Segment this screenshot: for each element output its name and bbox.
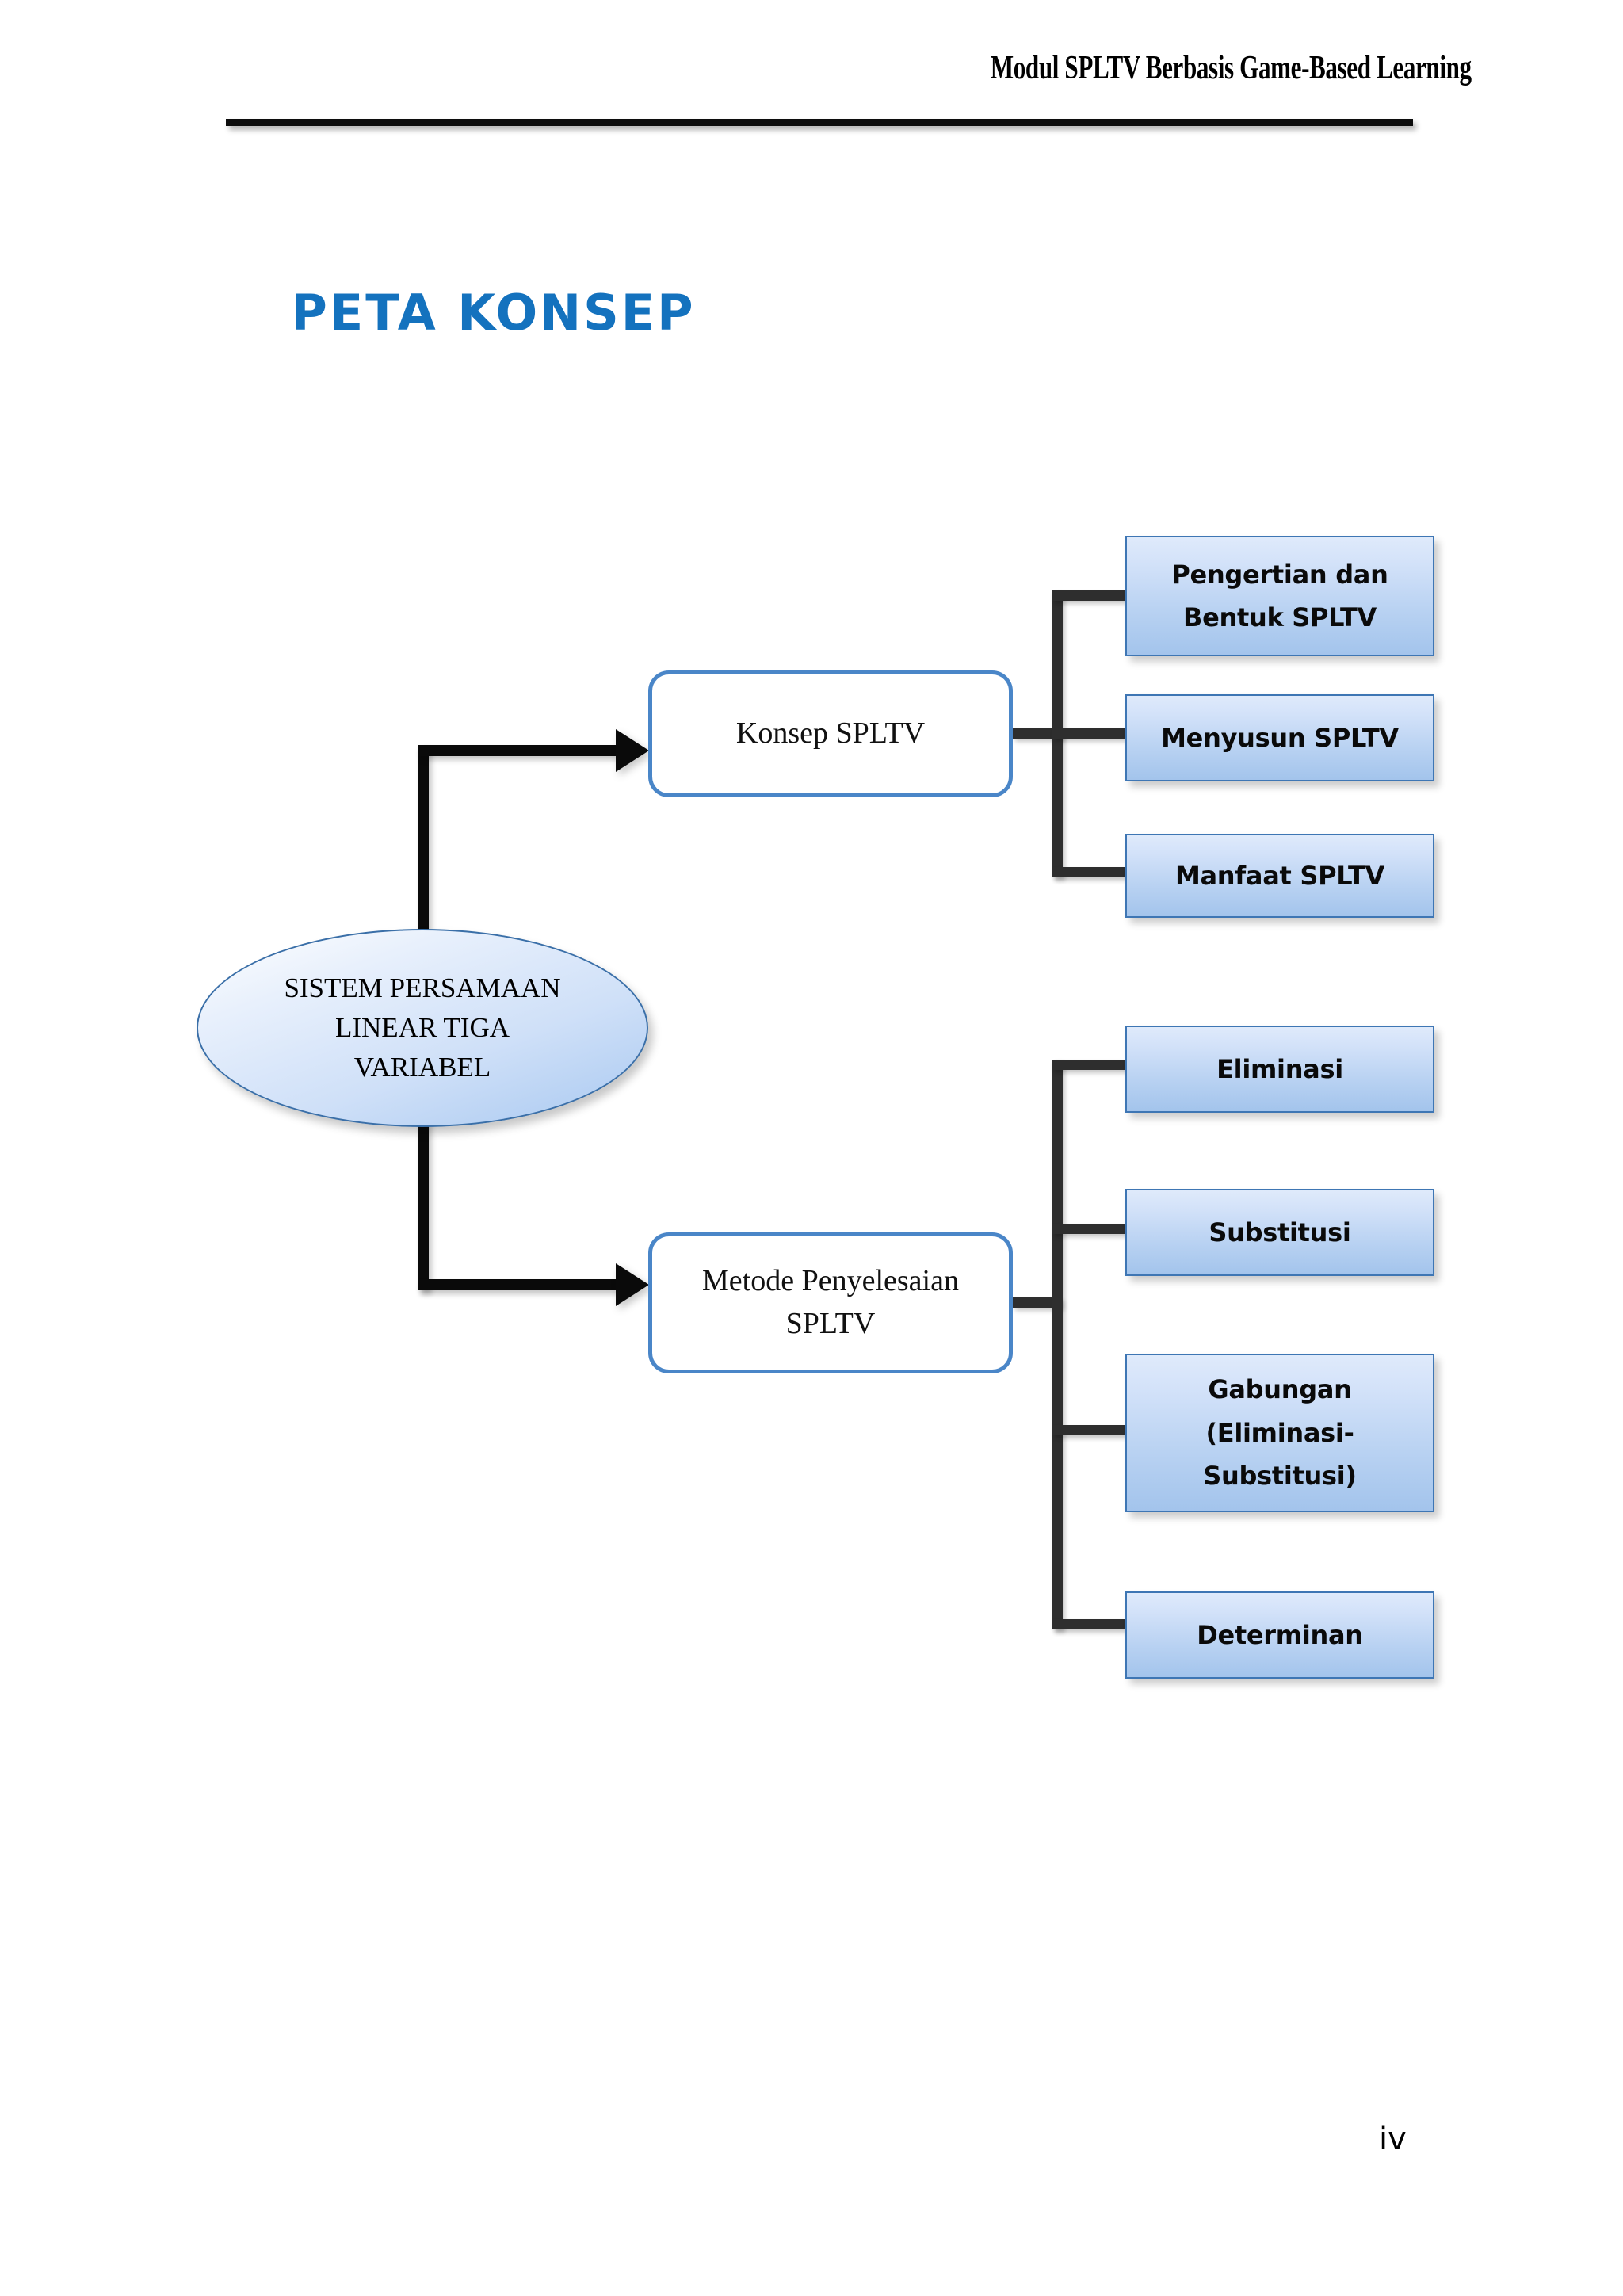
arrowhead-to-konsep-icon bbox=[616, 729, 649, 772]
concept-leaf-eliminasi: Eliminasi bbox=[1125, 1026, 1434, 1113]
concept-leaf-gabungan-label: Gabungan (Eliminasi- Substitusi) bbox=[1203, 1374, 1357, 1492]
concept-leaf-determinan: Determinan bbox=[1125, 1591, 1434, 1679]
concept-leaf-menyusun-label: Menyusun SPLTV bbox=[1161, 722, 1399, 753]
arrowhead-to-metode-icon bbox=[616, 1263, 649, 1306]
bracket-metode-branch-gabungan bbox=[1052, 1425, 1127, 1435]
concept-leaf-substitusi-label: Substitusi bbox=[1209, 1217, 1351, 1247]
concept-leaf-menyusun-spltv: Menyusun SPLTV bbox=[1125, 694, 1434, 781]
bracket-metode-trunk bbox=[1052, 1060, 1063, 1629]
bracket-metode-stub bbox=[1013, 1297, 1062, 1308]
bracket-metode-branch-substitusi bbox=[1052, 1224, 1127, 1234]
connector-root-to-metode-horizontal bbox=[418, 1279, 616, 1290]
concept-root-label: SISTEM PERSAMAAN LINEAR TIGA VARIABEL bbox=[284, 972, 561, 1083]
page-title: PETA KONSEP bbox=[291, 284, 696, 342]
connector-root-to-konsep-vertical bbox=[418, 745, 429, 935]
header-rule bbox=[226, 119, 1413, 126]
bracket-metode-branch-eliminasi bbox=[1052, 1060, 1127, 1070]
concept-leaf-manfaat-spltv: Manfaat SPLTV bbox=[1125, 834, 1434, 918]
connector-root-to-konsep-horizontal bbox=[418, 745, 616, 756]
concept-leaf-pengertian-label: Pengertian dan Bentuk SPLTV bbox=[1171, 559, 1388, 632]
bracket-konsep-branch-manfaat bbox=[1052, 867, 1127, 877]
concept-leaf-substitusi: Substitusi bbox=[1125, 1189, 1434, 1276]
bracket-metode-branch-determinan bbox=[1052, 1619, 1127, 1629]
concept-root-node: SISTEM PERSAMAAN LINEAR TIGA VARIABEL bbox=[197, 929, 648, 1127]
concept-branch-metode-label: Metode Penyelesaian SPLTV bbox=[702, 1264, 959, 1340]
concept-leaf-pengertian-bentuk: Pengertian dan Bentuk SPLTV bbox=[1125, 536, 1434, 656]
running-header: Modul SPLTV Berbasis Game-Based Learning bbox=[990, 50, 1472, 86]
bracket-konsep-branch-pengertian bbox=[1052, 590, 1127, 601]
connector-root-to-metode-vertical bbox=[418, 1119, 429, 1290]
concept-leaf-gabungan: Gabungan (Eliminasi- Substitusi) bbox=[1125, 1354, 1434, 1512]
bracket-konsep-stub bbox=[1013, 728, 1062, 739]
concept-branch-konsep-spltv: Konsep SPLTV bbox=[648, 670, 1013, 797]
concept-leaf-determinan-label: Determinan bbox=[1197, 1619, 1363, 1650]
concept-leaf-manfaat-label: Manfaat SPLTV bbox=[1174, 860, 1385, 891]
concept-leaf-eliminasi-label: Eliminasi bbox=[1216, 1053, 1343, 1084]
bracket-konsep-branch-menyusun bbox=[1052, 728, 1127, 739]
concept-branch-konsep-label: Konsep SPLTV bbox=[735, 716, 926, 751]
concept-branch-metode-penyelesaian: Metode Penyelesaian SPLTV bbox=[648, 1232, 1013, 1373]
page-number: iv bbox=[1379, 2121, 1407, 2157]
